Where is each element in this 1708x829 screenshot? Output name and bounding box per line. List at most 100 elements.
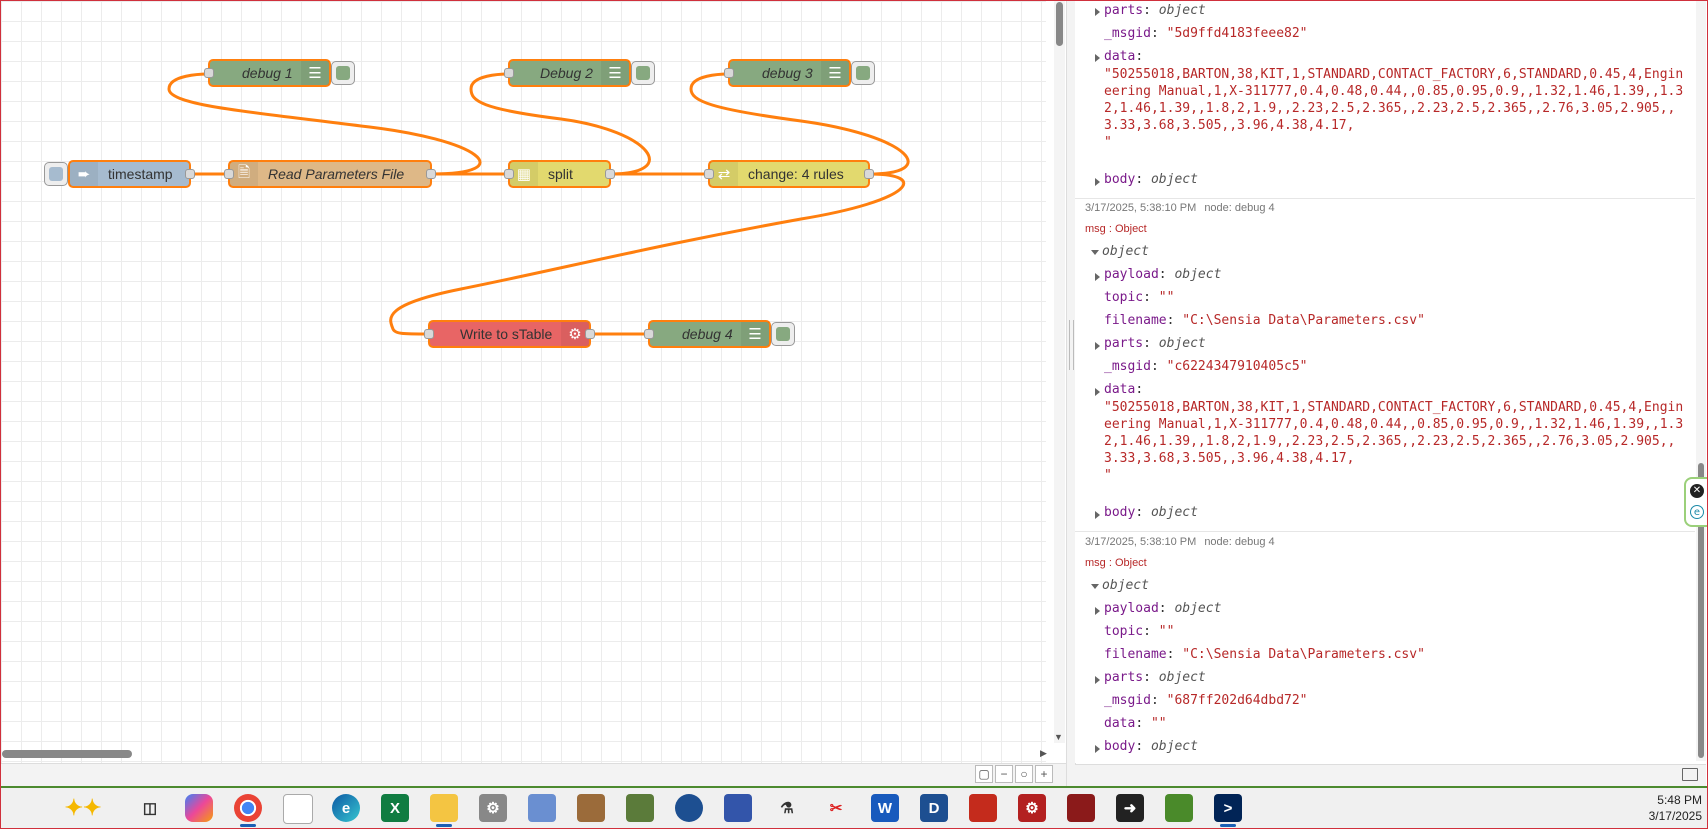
expand-icon[interactable]	[1095, 676, 1100, 684]
debug-node-3[interactable]: debug 3 ☰	[724, 59, 851, 87]
expand-icon[interactable]	[1095, 273, 1100, 281]
output-port[interactable]	[605, 169, 615, 179]
input-port[interactable]	[644, 329, 654, 339]
app-icon[interactable]	[577, 794, 605, 822]
input-port[interactable]	[424, 329, 434, 339]
task-view-icon[interactable]: ◫	[142, 800, 158, 817]
input-port[interactable]	[704, 169, 714, 179]
copilot-app-icon[interactable]	[185, 794, 213, 822]
chrome-icon[interactable]	[234, 794, 262, 827]
copilot-icon[interactable]: ✦✦	[64, 795, 102, 820]
msg-prop: _msgid: "c6224347910405c5"	[1104, 359, 1308, 374]
expand-icon[interactable]	[1095, 388, 1100, 396]
snipping-tool-icon[interactable]: ✂	[829, 800, 843, 817]
debug-4-toggle[interactable]	[771, 322, 795, 346]
wire-change-write[interactable]	[389, 172, 906, 336]
flow-workspace[interactable]: debug 1 ☰ Debug 2 ☰ debug 3 ☰ ➨ timestam…	[1, 1, 1046, 763]
inject-button[interactable]	[44, 162, 68, 186]
zoom-out-button[interactable]: −	[995, 765, 1013, 783]
app-icon[interactable]	[969, 794, 997, 822]
zoom-reset-button[interactable]: ○	[1015, 765, 1033, 783]
msg-prop: filename: "C:\Sensia Data\Parameters.csv…	[1104, 647, 1425, 662]
output-port[interactable]	[426, 169, 436, 179]
tool-icon[interactable]: ⚙	[479, 794, 507, 822]
monitor-icon[interactable]	[1682, 768, 1698, 781]
debug-vertical-scrollbar[interactable]	[1696, 1, 1706, 761]
clock-time: 5:48 PM	[1657, 793, 1702, 807]
excel-icon[interactable]: X	[381, 794, 409, 822]
expand-icon[interactable]	[1095, 178, 1100, 186]
msg-prop: data: ""	[1104, 716, 1167, 731]
node-label: change: 4 rules	[748, 166, 844, 182]
expand-icon[interactable]	[1095, 745, 1100, 753]
write-node[interactable]: Write to sTable ⚙	[424, 320, 595, 348]
workspace-vertical-scroll-thumb[interactable]	[1056, 2, 1063, 46]
divider-grip-icon[interactable]	[1069, 320, 1074, 370]
file-in-node[interactable]: 🗎 Read Parameters File	[224, 160, 436, 188]
debug-node-2[interactable]: Debug 2 ☰	[504, 59, 631, 87]
wire-read-debug1[interactable]	[167, 72, 482, 176]
node-label: split	[548, 166, 573, 182]
system-clock[interactable]: 5:48 PM 3/17/2025	[1649, 792, 1702, 824]
msg-prop: filename: "C:\Sensia Data\Parameters.csv…	[1104, 313, 1425, 328]
msg-prop: _msgid: "687ff202d64dbd72"	[1104, 693, 1308, 708]
expand-icon[interactable]	[1095, 607, 1100, 615]
expand-icon[interactable]	[1095, 342, 1100, 350]
expand-icon[interactable]	[1095, 8, 1100, 16]
msg-prop: _msgid: "5d9ffd4183feee82"	[1104, 26, 1308, 41]
file-explorer-icon[interactable]	[430, 794, 458, 827]
edge-icon[interactable]: e	[332, 794, 360, 822]
input-port[interactable]	[504, 169, 514, 179]
app-icon[interactable]	[528, 794, 556, 822]
navigator-map-icon[interactable]: ▢	[975, 765, 993, 783]
app-icon[interactable]: D	[920, 794, 948, 822]
app-icon[interactable]	[626, 794, 654, 822]
collapse-icon[interactable]	[1091, 584, 1099, 589]
workspace-footer	[1, 763, 1067, 787]
msg-prop: body: object	[1104, 739, 1198, 754]
input-port[interactable]	[724, 68, 734, 78]
edge-small-icon[interactable]: e	[1690, 505, 1704, 519]
word-icon[interactable]: W	[871, 794, 899, 822]
msg-type: msg : Object	[1085, 557, 1147, 569]
msg-data-value: "50255018,BARTON,38,KIT,1,STANDARD,CONTA…	[1104, 400, 1684, 483]
app-icon[interactable]	[1067, 794, 1095, 822]
input-port[interactable]	[504, 68, 514, 78]
wire-change-debug3[interactable]	[689, 72, 910, 176]
output-port[interactable]	[585, 329, 595, 339]
debug-node-4[interactable]: debug 4 ☰	[644, 320, 771, 348]
arrow-right-icon: ➨	[70, 162, 98, 186]
network-icon[interactable]	[675, 794, 703, 822]
app-icon[interactable]: ⚗	[780, 800, 794, 817]
zoom-in-button[interactable]: +	[1035, 765, 1053, 783]
workspace-vertical-scrollbar[interactable]	[1054, 1, 1065, 743]
collapse-icon[interactable]	[1091, 250, 1099, 255]
app-icon[interactable]	[724, 794, 752, 822]
debug-2-toggle[interactable]	[631, 61, 655, 85]
debug-node-1[interactable]: debug 1 ☰	[204, 59, 331, 87]
file-icon[interactable]	[283, 794, 313, 824]
output-port[interactable]	[185, 169, 195, 179]
debug-scroll-thumb[interactable]	[1698, 463, 1704, 758]
input-port[interactable]	[224, 169, 234, 179]
change-node[interactable]: ⇄ change: 4 rules	[704, 160, 874, 188]
scroll-down-arrow-icon[interactable]: ▼	[1054, 732, 1063, 742]
expand-icon[interactable]	[1095, 511, 1100, 519]
app-icon[interactable]: ➜	[1116, 794, 1144, 822]
wire-split-debug2[interactable]	[469, 72, 651, 176]
scroll-right-arrow-icon[interactable]: ▶	[1040, 748, 1047, 758]
inject-node-timestamp[interactable]: ➨ timestamp	[68, 160, 195, 188]
app-icon[interactable]	[1165, 794, 1193, 822]
node-label: Debug 2	[540, 65, 593, 81]
app-icon[interactable]: ⚙	[1018, 794, 1046, 822]
workspace-horizontal-scroll-thumb[interactable]	[2, 750, 132, 758]
debug-3-toggle[interactable]	[851, 61, 875, 85]
close-circle-icon[interactable]: ✕	[1690, 484, 1704, 498]
debug-1-toggle[interactable]	[331, 61, 355, 85]
expand-icon[interactable]	[1095, 54, 1100, 62]
input-port[interactable]	[204, 68, 214, 78]
split-node[interactable]: ▦ split	[504, 160, 615, 188]
powershell-icon[interactable]: >	[1214, 794, 1242, 827]
node-label: debug 4	[682, 326, 733, 342]
output-port[interactable]	[864, 169, 874, 179]
